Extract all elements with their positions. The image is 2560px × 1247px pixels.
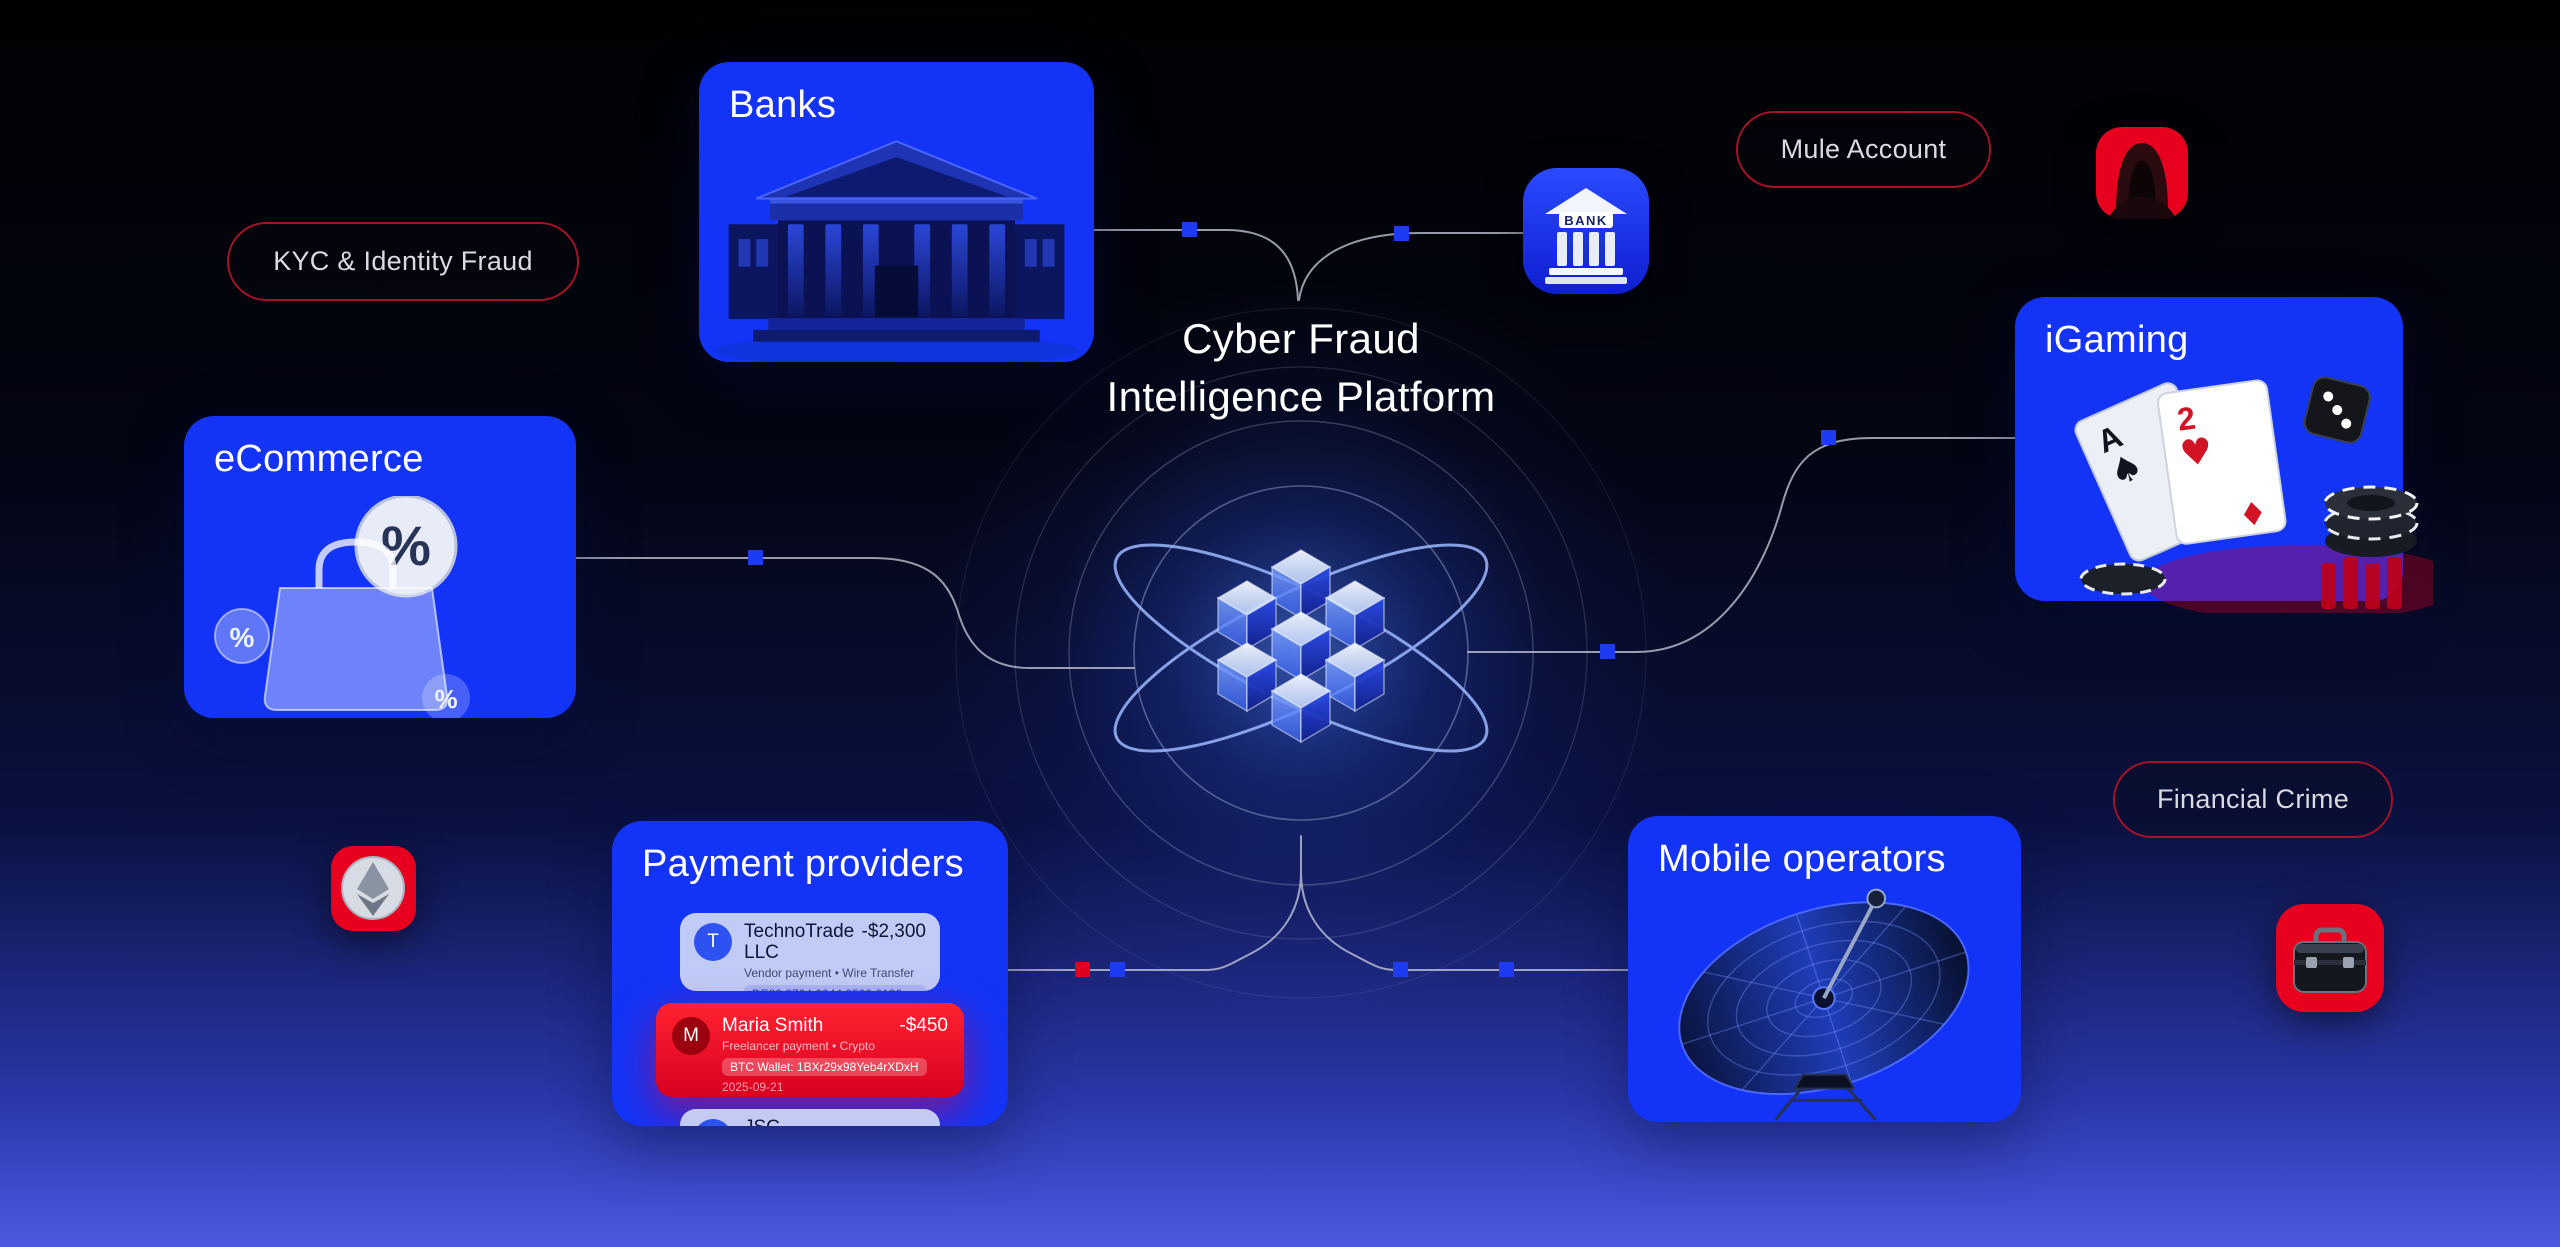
node-square	[748, 550, 763, 565]
card-igaming-title: iGaming	[2045, 319, 2189, 361]
node-square	[1393, 962, 1408, 977]
card-payment-providers-title: Payment providers	[642, 843, 964, 885]
svg-text:♦: ♦	[2236, 493, 2270, 535]
platform-title: Cyber Fraud Intelligence Platform	[1107, 310, 1496, 426]
transaction-account: DE89 3704 0044 0532 0130 00	[744, 984, 926, 991]
cube-cluster	[1217, 549, 1385, 743]
connector-payment	[1007, 871, 1302, 971]
card-ecommerce: eCommerce % % %	[184, 416, 576, 718]
transaction-name: JSC ElbrusNet	[744, 1117, 864, 1126]
svg-text:%: %	[381, 514, 431, 577]
tag-kyc-identity-fraud: KYC & Identity Fraud	[227, 222, 579, 301]
card-mobile-operators: Mobile operators	[1628, 816, 2021, 1122]
transaction-amount: -$450	[899, 1015, 948, 1036]
chip-stack	[2323, 485, 2419, 557]
orbit-rings	[1113, 543, 1489, 753]
svg-text:%: %	[434, 684, 457, 714]
satellite-dish-illustration	[1678, 888, 1970, 1121]
tag-label: Mule Account	[1780, 134, 1947, 164]
connector-igaming	[1467, 437, 2016, 653]
node-square	[1110, 962, 1125, 977]
avatar: T	[694, 923, 732, 961]
card-banks: Banks	[699, 62, 1094, 362]
transaction-name: Maria Smith	[722, 1015, 824, 1036]
connector-bank-icon	[1298, 232, 1524, 301]
tag-mule-account: Mule Account	[1736, 111, 1991, 188]
avatar: M	[672, 1017, 710, 1055]
bank-icon-label: BANK	[1564, 213, 1608, 228]
briefcase-icon	[2276, 904, 2384, 1012]
transaction-name: TechnoTrade LLC	[744, 921, 855, 963]
node-square	[1821, 430, 1836, 445]
connector-mobile	[1300, 871, 1629, 971]
bank-icon: BANK	[1523, 168, 1649, 294]
tag-label: KYC & Identity Fraud	[273, 246, 533, 276]
connector-banks	[1093, 229, 1299, 301]
transaction-amount: -€7,800	[864, 1117, 926, 1126]
card-mobile-operators-title: Mobile operators	[1658, 838, 1946, 880]
connector-ecommerce	[575, 557, 1135, 669]
transaction-description: Vendor payment • Wire Transfer	[744, 965, 915, 980]
platform-title-line1: Cyber Fraud	[1182, 315, 1420, 362]
card-banks-title: Banks	[729, 84, 837, 126]
node-square	[1182, 222, 1197, 237]
transaction-description: Freelancer payment • Crypto	[722, 1039, 875, 1053]
transaction-date: 2025-09-21	[722, 1080, 784, 1095]
node-square	[1394, 226, 1409, 241]
platform-title-line2: Intelligence Platform	[1106, 372, 1496, 420]
svg-text:2: 2	[2175, 400, 2198, 438]
shopping-bag-illustration: % % %	[214, 496, 470, 718]
card-payment-providers: Payment providers T TechnoTrade LLC -$2,…	[612, 821, 1008, 1126]
hacker-icon	[2096, 127, 2188, 219]
transaction-row: T TechnoTrade LLC -$2,300 Vendor payment…	[680, 913, 940, 991]
transaction-list: T TechnoTrade LLC -$2,300 Vendor payment…	[656, 913, 964, 1126]
core-glow	[1051, 400, 1551, 900]
node-square-red	[1075, 962, 1090, 977]
tag-financial-crime: Financial Crime	[2113, 761, 2393, 838]
transaction-row: J JSC ElbrusNet -€7,800 Infrastructure u…	[680, 1109, 940, 1126]
transaction-row-flagged: M Maria Smith -$450 Freelancer payment •…	[656, 1003, 964, 1097]
svg-text:%: %	[230, 622, 255, 653]
card-ecommerce-title: eCommerce	[214, 438, 424, 480]
avatar: J	[694, 1119, 732, 1126]
bank-building-illustration	[713, 140, 1080, 362]
tag-label: Financial Crime	[2156, 784, 2350, 814]
ethereum-icon	[331, 846, 416, 931]
transaction-account: BTC Wallet: 1BXr29x98Yeb4rXDxH	[722, 1057, 927, 1077]
casino-cards-chips-illustration: A ♠ 2 ♥ ♦	[2074, 376, 2433, 613]
svg-text:♥: ♥	[2178, 430, 2216, 475]
node-square	[1600, 644, 1615, 659]
transaction-amount: -$2,300	[861, 921, 926, 942]
card-igaming: iGaming A ♠ 2 ♥ ♦	[2015, 297, 2433, 613]
node-square	[1499, 962, 1514, 977]
